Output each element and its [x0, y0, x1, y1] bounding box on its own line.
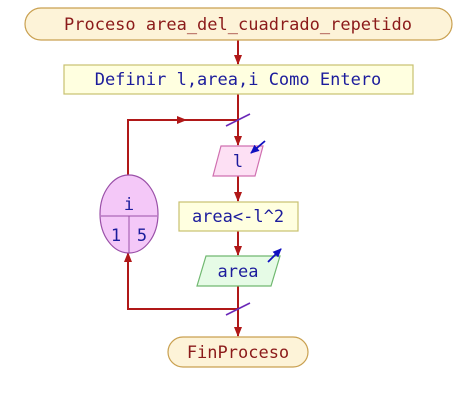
input-block: l: [212, 140, 266, 177]
define-block: Definir l,area,i Como Entero: [63, 64, 414, 95]
end-terminal-label: FinProceso: [187, 343, 289, 363]
end-terminal-shape: [167, 336, 309, 368]
start-terminal-label: Proceso area_del_cuadrado_repetido: [64, 15, 412, 35]
loop-entry-tick-mark: [225, 113, 251, 127]
output-block: area: [196, 248, 282, 287]
connector-loop-return: [124, 252, 238, 310]
define-block-label: Definir l,area,i Como Entero: [95, 70, 382, 90]
output-block-label: area: [218, 262, 259, 282]
loop-variable-label: i: [124, 195, 134, 215]
input-arrow-icon: [250, 140, 266, 154]
assign-block: area<-l^2: [178, 201, 299, 232]
input-block-label: l: [233, 152, 243, 172]
connectors: [124, 40, 242, 337]
loop-start-value: 1: [111, 226, 121, 246]
assign-block-label: area<-l^2: [192, 207, 284, 227]
assign-block-shape: [178, 201, 299, 232]
end-terminal: FinProceso: [167, 336, 309, 368]
start-terminal-shape: [24, 7, 453, 41]
output-block-shape: [196, 255, 281, 287]
loop-block: i 1 5: [99, 174, 159, 254]
start-terminal: Proceso area_del_cuadrado_repetido: [24, 7, 453, 41]
loop-end-value: 5: [137, 226, 147, 246]
connector-loop-continue: [127, 119, 238, 175]
loop-exit-tick-mark: [225, 302, 251, 316]
define-block-shape: [63, 64, 414, 95]
output-arrow-icon: [267, 248, 282, 263]
